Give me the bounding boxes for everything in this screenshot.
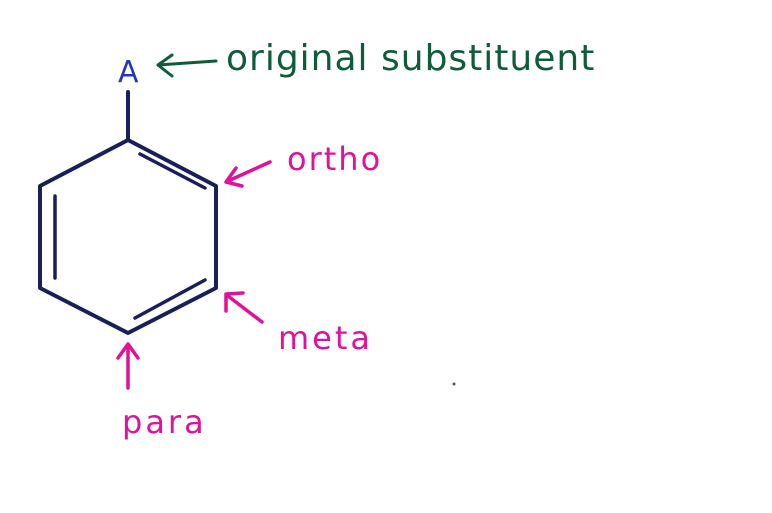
original-substituent-label: original substituent (226, 38, 595, 79)
arrow-icon (156, 53, 218, 78)
ortho-label: ortho (287, 140, 382, 178)
ortho-arrow-icon (224, 160, 272, 188)
meta-arrow-icon (224, 291, 264, 324)
substituent-letter: A (118, 55, 139, 90)
meta-label: meta (278, 319, 373, 357)
para-arrow-icon (116, 342, 140, 390)
para-label: para (122, 403, 207, 441)
double-bond-lines (53, 152, 207, 320)
benzene-ring (38, 138, 218, 335)
speck (452, 382, 456, 386)
